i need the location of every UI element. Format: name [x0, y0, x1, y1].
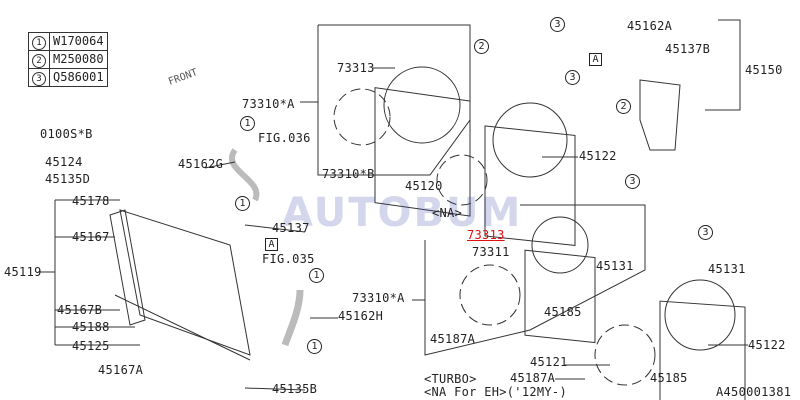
part-label: 45185 — [650, 371, 688, 385]
callout-number: 1 — [240, 116, 255, 131]
part-label: 45135D — [45, 172, 91, 186]
part-label: 45187A — [430, 332, 476, 346]
part-label: 45162A — [627, 19, 673, 33]
part-label: 45121 — [530, 355, 568, 369]
reference-box: A — [589, 53, 602, 66]
part-label: 45137B — [665, 42, 711, 56]
part-label: 73311 — [472, 245, 510, 259]
part-label: 45131 — [708, 262, 746, 276]
watermark: AUTOBUM — [282, 190, 523, 236]
part-label: 45137 — [272, 221, 310, 235]
part-label: 73310*A — [352, 291, 405, 305]
part-label: 45150 — [745, 63, 783, 77]
part-label: 45162H — [338, 309, 384, 323]
part-label: 45124 — [45, 155, 83, 169]
part-label: 45167 — [72, 230, 110, 244]
reference-box: A — [265, 238, 278, 251]
part-label: FIG.036 — [258, 131, 311, 145]
part-label: <TURBO> — [424, 372, 477, 386]
part-label: 45122 — [748, 338, 786, 352]
legend-num: 2 — [32, 54, 46, 68]
radiator — [119, 209, 251, 356]
part-label: 45167B — [57, 303, 103, 317]
part-label: 45122 — [579, 149, 617, 163]
part-label: <NA For EH>('12MY-) — [424, 385, 567, 399]
callout-number: 3 — [550, 17, 565, 32]
callout-number: 1 — [309, 268, 324, 283]
part-label: 0100S*B — [40, 127, 93, 141]
part-label: 73310*B — [322, 167, 375, 181]
part-label: 45135B — [272, 382, 318, 396]
part-label: 45188 — [72, 320, 110, 334]
legend-part: W170064 — [49, 32, 108, 51]
callout-number: 2 — [616, 99, 631, 114]
callout-number: 3 — [565, 70, 580, 85]
legend-part: Q586001 — [49, 68, 108, 87]
part-label: FIG.035 — [262, 252, 315, 266]
part-label: 73313 — [337, 61, 375, 75]
part-label: 45187A — [510, 371, 556, 385]
legend-num: 3 — [32, 72, 46, 86]
part-label: 45125 — [72, 339, 110, 353]
part-label: 45162G — [178, 157, 224, 171]
callout-number: 3 — [625, 174, 640, 189]
part-label-highlighted: 73313 — [467, 228, 505, 242]
part-label: 45167A — [98, 363, 144, 377]
callout-number: 3 — [698, 225, 713, 240]
part-label: 45185 — [544, 305, 582, 319]
part-label: A450001381 — [716, 385, 792, 399]
part-label: 45131 — [596, 259, 634, 273]
part-label: 45119 — [4, 265, 42, 279]
legend-part: M250080 — [49, 50, 108, 69]
legend-num: 1 — [32, 36, 46, 50]
part-label: 73310*A — [242, 97, 295, 111]
fan-shroud — [374, 87, 471, 217]
part-label: 45120 — [405, 179, 443, 193]
callout-number: 1 — [235, 196, 250, 211]
callout-number: 1 — [307, 339, 322, 354]
part-label: 45178 — [72, 194, 110, 208]
callout-number: 2 — [474, 39, 489, 54]
part-label: <NA> — [432, 206, 463, 220]
